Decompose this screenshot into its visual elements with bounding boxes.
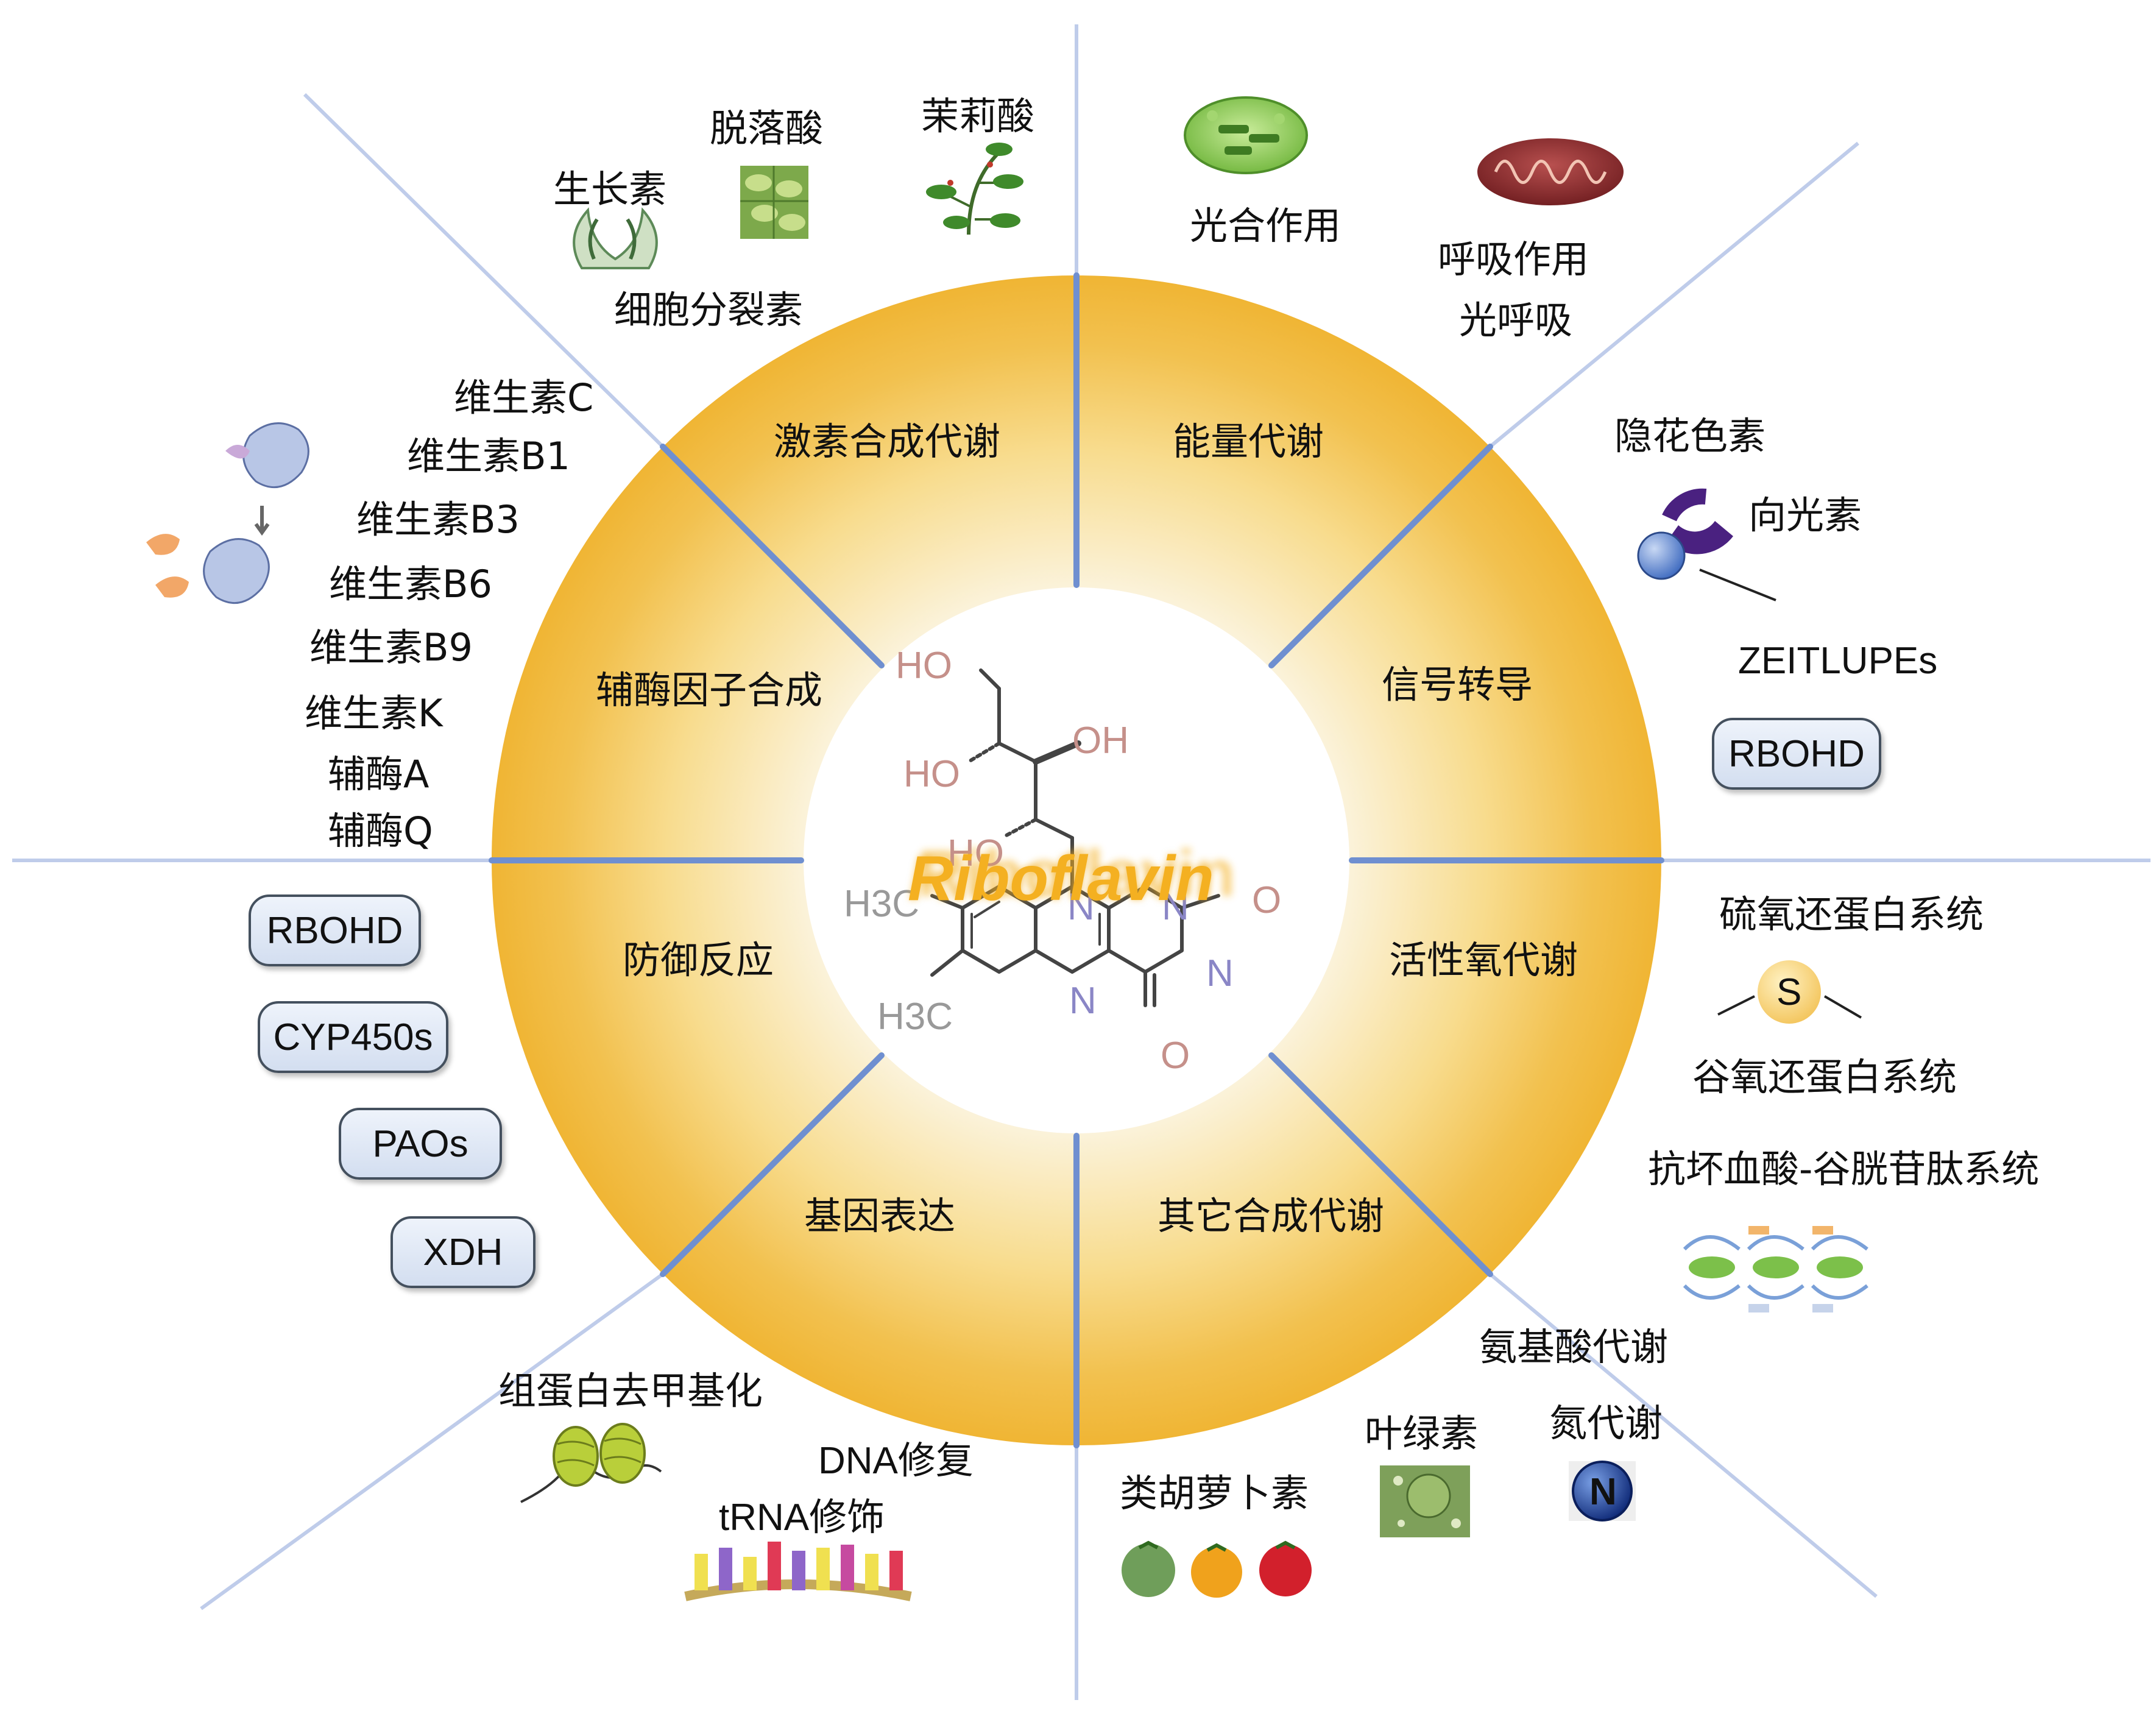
center-label: Riboflavin <box>908 843 1214 914</box>
atom-o2: O <box>1161 1035 1190 1077</box>
sector-label-hormone: 激素合成代谢 <box>774 419 1001 464</box>
cryptochrome-label: 隐花色素 <box>1614 414 1766 458</box>
sector-label-energy: 能量代谢 <box>1173 419 1324 464</box>
atom-n1: N <box>1067 886 1095 928</box>
leaf-icon <box>1380 1465 1470 1537</box>
sector-label-cofactor: 辅酶因子合成 <box>596 668 823 712</box>
sector-dividers <box>489 272 1664 1448</box>
atom-ho3: HO <box>903 753 960 795</box>
enzyme-cartoon-icon <box>146 422 309 604</box>
atom-n4: N <box>1069 980 1097 1022</box>
cofactor-item: 辅酶A <box>328 752 429 796</box>
histone-label: 组蛋白去甲基化 <box>498 1369 763 1413</box>
atom-o1: O <box>1252 879 1282 921</box>
defense-item-box: CYP450s <box>258 1001 448 1073</box>
s-badge-connectors <box>1717 995 1862 1019</box>
cofactor-item: 维生素B1 <box>407 434 570 478</box>
inner-white-disc <box>804 587 1349 1133</box>
s-badge-icon <box>1758 960 1821 1024</box>
glutaredoxin-label: 谷氧还蛋白系统 <box>1692 1055 1957 1099</box>
photorespiration-label: 光呼吸 <box>1459 298 1573 342</box>
n-badge-icon <box>1569 1461 1636 1521</box>
respiration-label: 呼吸作用 <box>1438 237 1589 282</box>
nitrogen-label: 氮代谢 <box>1549 1401 1663 1445</box>
atom-n2: N <box>1162 886 1189 928</box>
atom-oh2: OH <box>1072 720 1129 762</box>
defense-item-box: RBOHD <box>249 894 421 966</box>
cofactor-item: 维生素B9 <box>309 625 473 670</box>
aba-label: 脱落酸 <box>710 106 824 151</box>
mitochondrion-icon <box>1477 138 1624 205</box>
photosynthesis-label: 光合作用 <box>1190 204 1341 248</box>
trna-label: tRNA修饰 <box>719 1497 885 1539</box>
defense-item-box: XDH <box>391 1216 535 1288</box>
ascorbate-label: 抗坏血酸-谷胱苷肽系统 <box>1648 1147 2040 1191</box>
photoreceptor-icon <box>1637 488 1776 601</box>
phototropin-label: 向光素 <box>1748 493 1862 537</box>
outer-radial-lines <box>12 24 2151 1700</box>
dna-repair-label: DNA修复 <box>818 1440 974 1482</box>
sector-label-other: 其它合成代谢 <box>1158 1194 1385 1238</box>
chloroplast-icon <box>1184 96 1308 174</box>
amino-acid-label: 氨基酸代谢 <box>1479 1325 1669 1369</box>
cofactor-item: 维生素K <box>305 691 443 735</box>
tomato-icons <box>1122 1540 1312 1598</box>
zeitlupe-label: ZEITLUPEs <box>1738 640 1938 682</box>
n-badge-label: N <box>1589 1471 1617 1513</box>
atom-h3c2: H3C <box>877 996 953 1038</box>
atom-ho4: HO <box>947 832 1004 874</box>
cofactor-item: 维生素B6 <box>329 562 492 606</box>
chlorophyll-label: 叶绿素 <box>1365 1411 1479 1456</box>
ja-plant-icon <box>926 143 1023 235</box>
cofactor-item: 维生素C <box>454 375 594 420</box>
sector-label-gene: 基因表达 <box>804 1194 956 1238</box>
atom-h3c1: H3C <box>844 883 920 925</box>
nucleosome-icon <box>520 1423 662 1503</box>
auxin-label: 生长素 <box>553 167 667 211</box>
aba-icon <box>740 166 808 239</box>
thioredoxin-label: 硫氧还蛋白系统 <box>1719 892 1984 937</box>
s-badge-label: S <box>1776 971 1802 1013</box>
auxin-icon <box>573 207 658 269</box>
ja-label: 茉莉酸 <box>921 94 1035 138</box>
atom-ho1: HO <box>896 645 952 687</box>
cofactor-item: 维生素B3 <box>356 497 520 542</box>
sector-label-ros: 活性氧代谢 <box>1389 938 1578 982</box>
atom-n3: N <box>1206 952 1234 994</box>
sector-label-signal: 信号转导 <box>1382 662 1533 707</box>
sector-label-defense: 防御反应 <box>623 938 774 982</box>
riboflavin-molecule <box>930 668 1220 1007</box>
cytokinin-label: 细胞分裂素 <box>614 288 804 332</box>
cofactor-item: 辅酶Q <box>328 809 433 853</box>
signal-rbohd-box: RBOHD <box>1712 718 1881 790</box>
carotenoid-label: 类胡萝卜素 <box>1120 1471 1309 1515</box>
trna-strip-icon <box>684 1542 912 1601</box>
ascorbate-cycle-icon <box>1669 1216 1876 1319</box>
defense-item-box: PAOs <box>339 1108 502 1180</box>
center-label-glow: Riboflavin <box>917 836 1235 910</box>
